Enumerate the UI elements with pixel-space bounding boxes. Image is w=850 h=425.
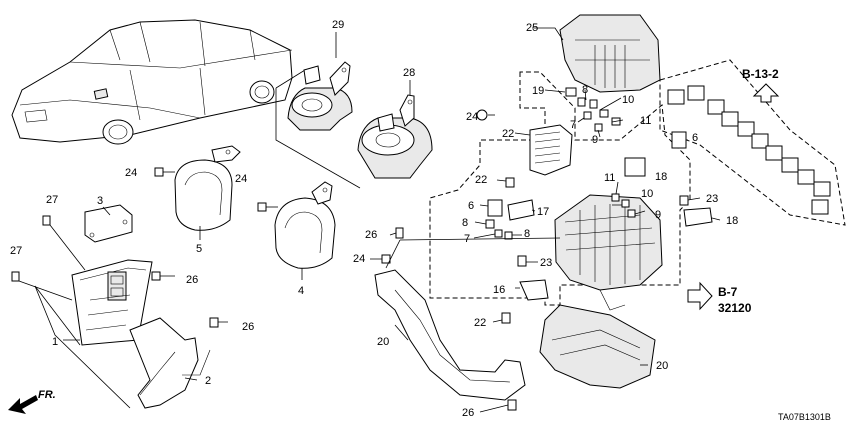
relay-6-right — [671, 131, 687, 149]
ref-arrow-up — [752, 83, 780, 103]
bolts-lower-left — [11, 215, 228, 409]
callout-16: 20 — [377, 336, 389, 348]
callout-24a: 24 — [466, 111, 478, 123]
callout-27a: 27 — [46, 194, 58, 206]
bolt-23-a — [154, 167, 175, 177]
bolt-21 — [501, 312, 511, 324]
callout-11b: 11 — [604, 172, 615, 184]
callout-6a: 6 — [468, 200, 474, 212]
callout-labels: 29 28 24 24 5 4 3 27 27 26 26 1 2 25 19 … — [10, 19, 738, 419]
ecu-1 — [71, 259, 153, 346]
callout-26b: 26 — [462, 407, 474, 419]
callout-13: 17 — [537, 206, 549, 218]
part-code: TA07B1301B — [778, 412, 831, 422]
ref-b7-number: 32120 — [718, 301, 752, 315]
ref-b7: B-7 — [718, 285, 738, 299]
reference-labels: B-13-2 B-7 32120 FR. TA07B1301B — [38, 67, 831, 422]
callout-9b: 8 — [462, 217, 468, 229]
bolt-22-lower — [517, 255, 527, 267]
leader-lines — [63, 27, 721, 413]
bracket-16 — [374, 269, 526, 401]
callout-8a: 8 — [582, 84, 588, 96]
ref-b13-2: B-13-2 — [742, 67, 779, 81]
callout-25a: 26 — [186, 274, 198, 286]
callout-26a: 26 — [365, 229, 377, 241]
callout-7a: 7 — [570, 119, 576, 131]
callout-22a: 22 — [475, 174, 487, 186]
callout-5: 5 — [196, 243, 202, 255]
callout-29: 29 — [332, 19, 344, 31]
callout-22b: 23 — [706, 193, 718, 205]
callout-22c: 23 — [540, 257, 552, 269]
relay-18 — [624, 157, 646, 177]
callout-9c: 9 — [655, 209, 661, 221]
callout-27b: 27 — [10, 245, 22, 257]
callout-7b: 7 — [464, 233, 470, 245]
callout-18: 18 — [655, 171, 667, 183]
callout-12: 16 — [493, 284, 505, 296]
callout-4: 4 — [298, 285, 304, 297]
callout-17: 22 — [502, 128, 514, 140]
bracket-3 — [84, 204, 133, 243]
fuse-strip-13 — [507, 199, 535, 221]
relay-6-left — [487, 199, 503, 217]
front-label: FR. — [38, 389, 56, 401]
main-fuse-box — [554, 194, 663, 311]
callout-28: 28 — [403, 67, 415, 79]
callout-20: 20 — [656, 360, 668, 372]
horn-28 — [357, 94, 433, 179]
callout-3: 3 — [97, 195, 103, 207]
callout-25b: 26 — [242, 321, 254, 333]
callout-14: 18 — [726, 215, 738, 227]
callout-21: 22 — [474, 317, 486, 329]
callout-2: 2 — [205, 375, 211, 387]
car-illustration — [11, 19, 293, 145]
callout-8b: 8 — [524, 228, 530, 240]
callout-9a: 9 — [592, 134, 598, 146]
horn-cover-4 — [274, 181, 336, 269]
fuse-14 — [683, 207, 713, 227]
small-fuses-mid — [485, 177, 689, 240]
callout-11a: 11 — [640, 115, 651, 127]
ref-arrow-right — [687, 281, 713, 311]
callout-6b: 6 — [692, 132, 698, 144]
callout-23b: 24 — [235, 173, 247, 185]
fuse-block-17 — [529, 124, 573, 176]
callout-24b: 24 — [353, 253, 365, 265]
callout-10b: 10 — [641, 188, 653, 200]
callout-10a: 10 — [622, 94, 634, 106]
callout-1: 1 — [52, 336, 58, 348]
callout-19: 25 — [526, 22, 538, 34]
relay-box-cover-19 — [559, 14, 661, 93]
horn-panel-lines — [275, 69, 361, 189]
bracket-12 — [519, 279, 549, 301]
front-arrow — [8, 395, 38, 414]
bracket-2 — [129, 317, 211, 409]
lower-cover-20 — [539, 304, 656, 389]
nut-24-upper — [476, 109, 488, 121]
horn-29 — [287, 61, 353, 131]
bolt-23-b — [257, 202, 278, 212]
relay-row — [667, 85, 831, 215]
callout-15: 19 — [532, 85, 544, 97]
callout-23a: 24 — [125, 167, 137, 179]
horn-cover-5 — [174, 145, 241, 231]
